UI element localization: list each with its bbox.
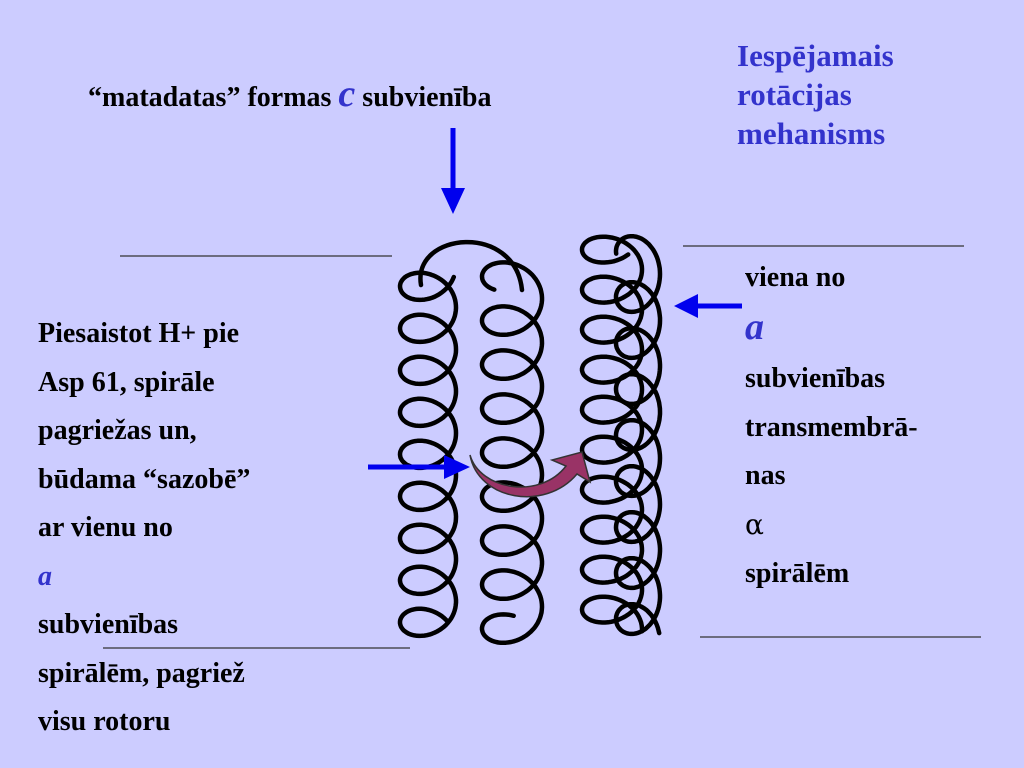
down-arrow-icon (441, 128, 465, 214)
right-arrow-icon (368, 455, 470, 479)
description-line: Asp 61, spirāle (38, 366, 215, 398)
description-line: viena no a (745, 254, 918, 355)
left-description: Piesaistot H+ pie Asp 61, spirāle pagrie… (38, 310, 250, 747)
a-subunit-helix (579, 234, 645, 634)
line5-before: ar vienu no (38, 512, 173, 543)
c-label-before: “matadatas” formas (88, 82, 339, 113)
a-letter: a (38, 560, 52, 592)
description-line: spirālēm, pagriež (38, 657, 245, 689)
description-line: visu rotoru (38, 706, 171, 737)
description-line: ar vienu no a (38, 504, 250, 601)
c-subunit-hairpin-turn (418, 239, 525, 293)
description-line: pagriežas un, (38, 415, 197, 446)
description-line: subvienības (38, 609, 179, 640)
title-line: Iespējamais (737, 38, 894, 73)
description-line: transmembrā- (745, 411, 918, 443)
c-subunit-label: “matadatas” formas c subvienība (88, 72, 491, 116)
alpha-symbol: α (745, 507, 764, 541)
right-description: viena no a subvienības transmembrā- nas … (745, 254, 918, 599)
line1-before: viena no (745, 262, 846, 293)
c-subunit-helix-right (479, 260, 545, 646)
description-line: nas α spirālēm (745, 452, 918, 599)
c-letter: c (338, 73, 356, 115)
helices-group (397, 233, 663, 646)
slide-title: Iespējamais rotācijas mehanisms (737, 36, 894, 153)
line4-after: spirālēm (745, 558, 850, 589)
a-letter: a (745, 305, 764, 348)
line4-before: nas (745, 460, 786, 491)
title-line: rotācijas (737, 77, 852, 112)
description-line: būdama “sazobē” (38, 463, 251, 495)
rotation-arrow-icon (469, 451, 592, 498)
c-subunit-helix-left (397, 270, 459, 639)
left-arrow-icon (674, 294, 742, 318)
title-line: mehanisms (737, 116, 886, 151)
a-subunit-helix-back (613, 233, 663, 637)
description-line: Piesaistot H+ pie (38, 318, 240, 349)
description-line: subvienības (745, 363, 886, 394)
c-label-after: subvienība (355, 82, 492, 113)
